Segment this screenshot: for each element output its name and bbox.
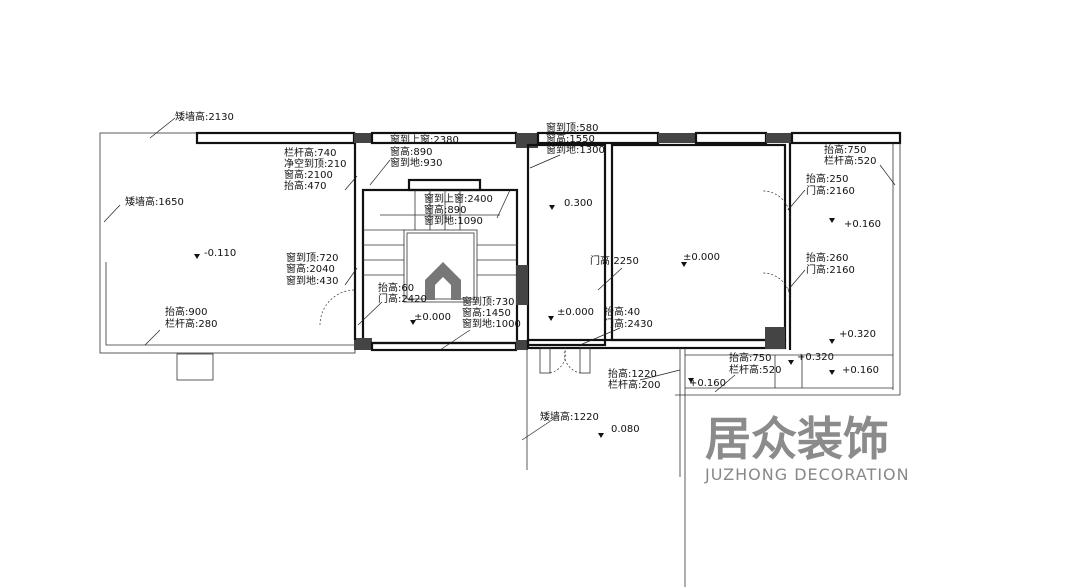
- label: 窗到地:430: [286, 274, 338, 287]
- label: ±0.000: [557, 307, 594, 318]
- label: 矮墙高:2130: [175, 110, 234, 123]
- label: 栏杆高:520: [824, 154, 876, 167]
- label: 窗到地:1000: [462, 317, 521, 330]
- label: 窗高:2100: [284, 168, 333, 181]
- label: 栏杆高:740: [284, 146, 336, 159]
- label: 窗到地:1300: [546, 143, 605, 156]
- label: 门高:2160: [806, 263, 855, 276]
- label: 抬高:750: [824, 143, 866, 156]
- label: 栏杆高:200: [608, 378, 660, 391]
- label: +0.160: [842, 365, 879, 376]
- label: 窗高:2040: [286, 262, 335, 275]
- label: 门高:2160: [806, 184, 855, 197]
- label: 窗高:1450: [462, 306, 511, 319]
- label: 抬高:470: [284, 179, 326, 192]
- label: 抬高:900: [165, 305, 207, 318]
- label: 矮墙高:1220: [540, 410, 599, 423]
- label: +0.320: [797, 352, 834, 363]
- dimension-labels: 矮墙高:2130 矮墙高:1650 -0.110 抬高:900 栏杆高:280 …: [125, 110, 881, 435]
- label: 抬高:750: [729, 351, 771, 364]
- level-markers: [194, 205, 835, 438]
- label: 窗到顶:730: [462, 295, 514, 308]
- label: 抬高:250: [806, 172, 848, 185]
- label: 窗到顶:720: [286, 251, 338, 264]
- label: 抬高:60: [378, 281, 414, 294]
- label: 抬高:1220: [608, 367, 657, 380]
- label: 抬高:40: [604, 305, 640, 318]
- label: +0.160: [844, 219, 881, 230]
- label: ±0.000: [683, 252, 720, 263]
- label: 窗到地:1090: [424, 214, 483, 227]
- label: 门高:2250: [590, 254, 639, 267]
- big-room: [526, 143, 787, 350]
- watermark-logo: 居众装饰 JUZHONG DECORATION: [425, 262, 910, 484]
- label: 窗到上窗:2380: [390, 133, 459, 146]
- leader-lines: [103, 117, 896, 441]
- label: 净空到顶:210: [284, 157, 346, 170]
- label: 门高:2430: [604, 317, 653, 330]
- front-yard: [319, 289, 686, 587]
- label: 窗到地:930: [390, 156, 442, 169]
- watermark-cn: 居众装饰: [705, 412, 889, 466]
- label: 窗到顶:580: [546, 121, 598, 134]
- label: ±0.000: [414, 312, 451, 323]
- label: 0.080: [611, 424, 640, 435]
- small-room: [516, 143, 607, 347]
- label: 窗到上窗:2400: [424, 192, 493, 205]
- label: 栏杆高:520: [729, 363, 781, 376]
- label: 窗高:1550: [546, 132, 595, 145]
- label: -0.110: [204, 248, 236, 259]
- label: +0.320: [839, 329, 876, 340]
- watermark-en: JUZHONG DECORATION: [704, 465, 910, 484]
- label: 矮墙高:1650: [125, 195, 184, 208]
- label: 抬高:260: [806, 251, 848, 264]
- label: +0.160: [689, 378, 726, 389]
- label: 门高:2420: [378, 292, 427, 305]
- label: 窗高:890: [390, 145, 432, 158]
- label: 窗高:890: [424, 203, 466, 216]
- right-balcony: [675, 143, 901, 396]
- label: 0.300: [564, 198, 593, 209]
- top-wall: [195, 131, 902, 148]
- label: 栏杆高:280: [165, 317, 217, 330]
